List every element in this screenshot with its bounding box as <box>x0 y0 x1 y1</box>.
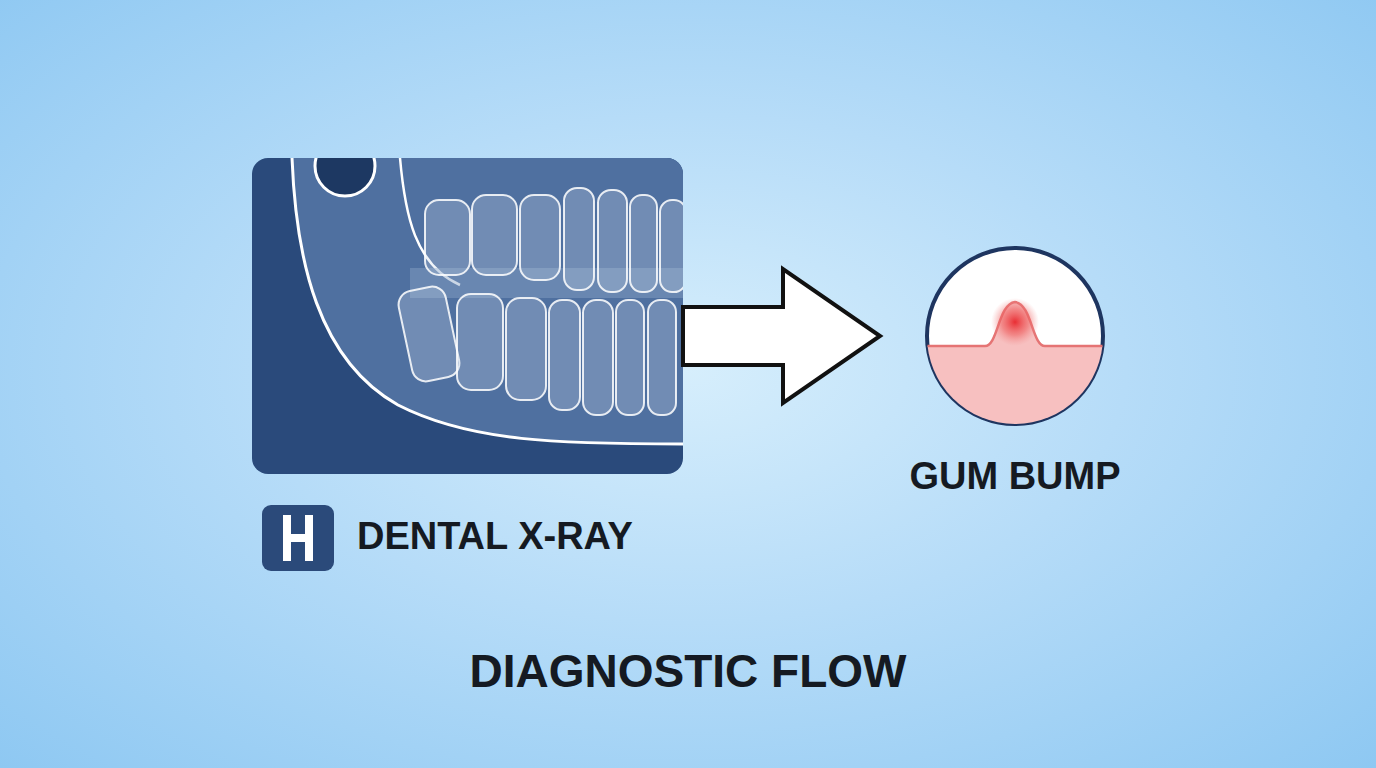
xray-frame <box>252 158 683 474</box>
node-label: GUM BUMP <box>855 454 1175 500</box>
circle-outline <box>925 246 1105 426</box>
xray-icon <box>262 505 334 571</box>
icon-bar <box>305 515 313 561</box>
flow-arrow <box>683 269 880 403</box>
gum-circle <box>925 246 1105 426</box>
diagram-title: DIAGNOSTIC FLOW <box>0 644 1376 699</box>
icon-bar <box>283 534 313 542</box>
xray-node: DENTAL X-RAY <box>252 158 683 578</box>
gum-node: GUM BUMP <box>925 246 1105 496</box>
node-label: DENTAL X-RAY <box>357 514 687 560</box>
circle-border <box>927 248 1103 424</box>
icon-body <box>262 505 334 571</box>
icon-bar <box>283 515 291 561</box>
